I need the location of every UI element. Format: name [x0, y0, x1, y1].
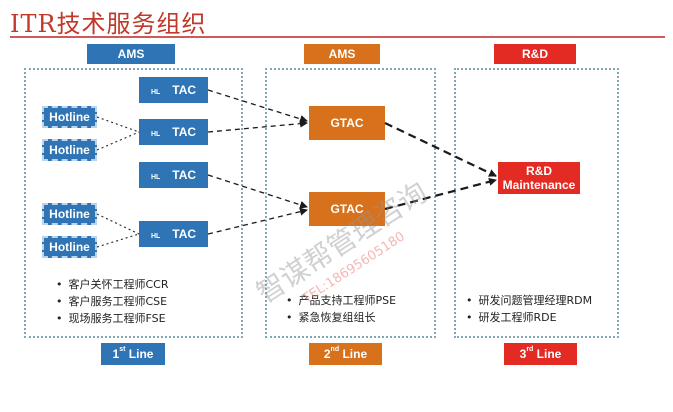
gtac-rd-arrow: [384, 122, 497, 177]
tac-box: HL TAC: [139, 221, 208, 247]
hotline-box: Hotline: [42, 203, 97, 225]
role-item: 产品支持工程师PSE: [286, 292, 397, 309]
footer-text: Line: [533, 347, 562, 361]
tac-gtac-arrow: [207, 89, 308, 123]
footer-suffix: st: [119, 346, 126, 353]
hotline-box: Hotline: [42, 236, 97, 258]
hl-label: HL: [150, 89, 161, 96]
hl-label: HL: [150, 233, 161, 240]
tac-box: HL TAC: [139, 162, 208, 188]
column-3-footer: 3rd Line: [504, 343, 577, 365]
role-item: 客户服务工程师CSE: [56, 293, 169, 310]
footer-suffix: rd: [526, 346, 534, 353]
column-2-header: AMS: [304, 44, 380, 64]
role-item: 研发工程师RDE: [466, 309, 592, 326]
column-3-role-list: 研发问题管理经理RDM 研发工程师RDE: [466, 292, 593, 326]
tac-label: TAC: [172, 125, 197, 139]
column-1-footer: 1st Line: [101, 343, 165, 365]
rd-label: R&D: [526, 164, 552, 178]
column-2-footer: 2nd Line: [309, 343, 382, 365]
column-2-panel: [265, 68, 436, 338]
column-1-panel: [24, 68, 243, 338]
tac-box: HL TAC: [139, 77, 208, 103]
tac-box: HL TAC: [139, 119, 208, 145]
role-item: 研发问题管理经理RDM: [466, 292, 593, 309]
role-item: 客户关怀工程师CCR: [56, 276, 169, 293]
tac-gtac-arrow: [207, 119, 308, 133]
gtac-rd-arrow: [384, 177, 497, 211]
gtac-box: GTAC: [309, 106, 385, 140]
footer-text: Line: [125, 347, 154, 361]
gtac-box: GTAC: [309, 192, 385, 226]
column-1-role-list: 客户关怀工程师CCR 客户服务工程师CSE 现场服务工程师FSE: [56, 276, 169, 327]
footer-number: 1: [112, 347, 120, 361]
column-3-header: R&D: [494, 44, 576, 64]
hotline-box: Hotline: [42, 139, 97, 161]
hl-label: HL: [150, 131, 161, 138]
page-title: ITR技术服务组织: [10, 10, 207, 38]
column-1-header: AMS: [87, 44, 175, 64]
footer-number: 2: [323, 347, 331, 361]
hl-label: HL: [150, 174, 161, 181]
hotline-tac-connector: [96, 131, 140, 151]
column-3-panel: [454, 68, 619, 338]
column-2-role-list: 产品支持工程师PSE 紧急恢复组组长: [286, 292, 397, 326]
hotline-box: Hotline: [42, 106, 97, 128]
footer-number: 3: [519, 347, 527, 361]
rd-maintenance-box: R&D Maintenance: [498, 162, 580, 194]
footer-suffix: nd: [330, 346, 340, 353]
title-divider: [10, 36, 665, 38]
tac-label: TAC: [172, 83, 197, 97]
role-item: 现场服务工程师FSE: [56, 310, 169, 327]
role-item: 紧急恢复组组长: [286, 309, 396, 326]
tac-gtac-arrow: [207, 174, 308, 209]
tac-gtac-arrow: [207, 207, 308, 235]
hotline-tac-connector: [96, 116, 140, 133]
hotline-tac-connector: [96, 213, 140, 235]
tac-label: TAC: [172, 227, 197, 241]
footer-text: Line: [339, 347, 368, 361]
hotline-tac-connector: [96, 233, 140, 248]
maintenance-label: Maintenance: [502, 178, 576, 192]
tac-label: TAC: [172, 168, 197, 182]
